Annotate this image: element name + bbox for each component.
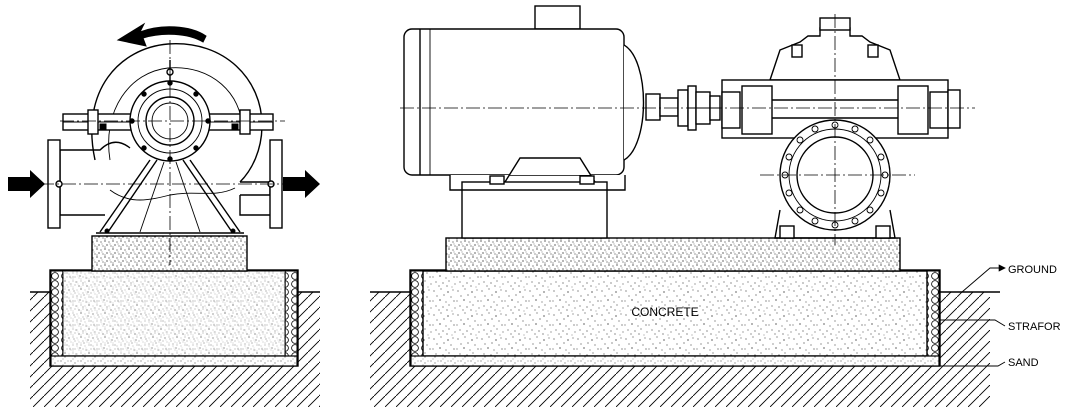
- curved-arrow-icon: [116, 22, 207, 47]
- sand-layer-right: [410, 355, 940, 367]
- flow-arrow-right-icon: [283, 170, 320, 198]
- front-view-right: CONCRETE: [370, 5, 1000, 407]
- pump-end-view: [40, 40, 290, 265]
- plinth-left: [91, 235, 248, 272]
- strafor-left-a: [50, 270, 64, 357]
- strafor-right-a: [410, 270, 424, 357]
- ground-leader: [961, 264, 1006, 293]
- strafor-leader: [940, 319, 1006, 327]
- side-view-left: [8, 22, 320, 407]
- concrete-label: CONCRETE: [631, 305, 698, 319]
- flow-arrow-right-icon: [8, 170, 45, 198]
- plinth-right: [445, 237, 901, 272]
- ground-right: [370, 291, 1000, 407]
- ground-label: GROUND: [1008, 264, 1057, 276]
- strafor-label: STRAFOR: [1008, 321, 1061, 333]
- pump-front-view: [721, 17, 961, 239]
- electric-motor: [403, 5, 679, 239]
- sand-layer-left: [50, 355, 298, 367]
- strafor-right-b: [926, 270, 940, 357]
- sand-leader: [940, 361, 1006, 367]
- sand-label: SAND: [1008, 357, 1039, 369]
- ground-left: [30, 291, 320, 407]
- callouts: GROUND STRAFOR SAND: [940, 264, 1061, 369]
- strafor-left-b: [284, 270, 298, 357]
